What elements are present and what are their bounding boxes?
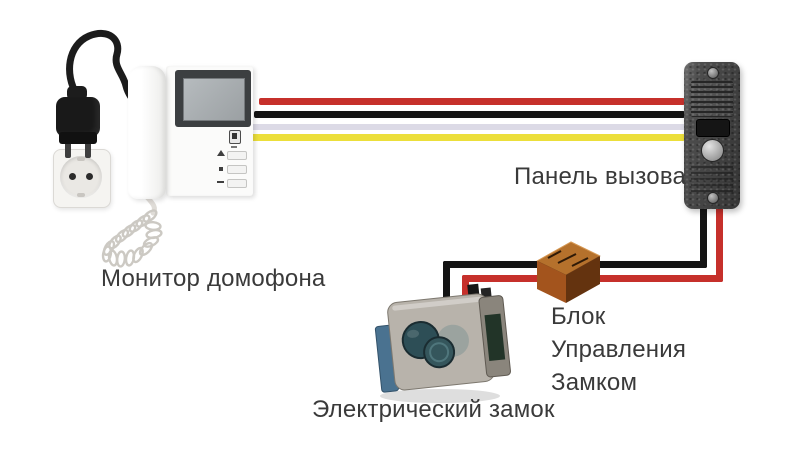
relay-edge-highlight	[536, 241, 601, 262]
electric-lock	[374, 283, 511, 403]
lock-side-panel	[484, 313, 506, 362]
panel-screw-bottom	[707, 192, 719, 204]
wire-black-monitor-panel	[254, 111, 685, 118]
handset-coiled-cord	[101, 209, 163, 268]
lock-control-label: Блок Управления Замком	[551, 300, 721, 399]
wire-black-panel-drop	[700, 200, 707, 268]
outlet-hole-left	[69, 173, 76, 180]
wire-red-monitor-panel	[259, 98, 685, 105]
call-panel-label: Панель вызова	[514, 163, 687, 190]
panel-speaker-grille	[691, 81, 733, 117]
handset	[128, 66, 166, 199]
lock-body-highlight	[392, 296, 482, 311]
monitor-button-2	[227, 165, 247, 174]
lock-cylinder-2	[423, 336, 456, 369]
monitor-label: Монитор домофона	[101, 265, 326, 292]
relay-front-face	[537, 261, 566, 303]
electric-lock-label: Электрический замок	[312, 396, 555, 423]
lock-control-label-line2: Управления	[551, 336, 687, 363]
lock-cylinder-2-ring	[429, 342, 450, 363]
wall-outlet-well	[60, 156, 102, 198]
monitor-button-3	[227, 179, 247, 188]
panel-call-button	[701, 139, 724, 162]
lock-control-label-line1: Блок	[551, 303, 606, 330]
button-marker-dash-icon	[217, 181, 224, 183]
monitor-button-1	[227, 151, 247, 160]
lock-cylinder-highlight	[407, 329, 420, 338]
panel-grooves	[691, 166, 733, 194]
monitor-screen	[183, 78, 245, 121]
door-release-icon-core	[232, 133, 237, 139]
lock-control-label-line3: Замком	[551, 369, 638, 396]
plug-prong-left	[65, 142, 71, 158]
wire-red-panel-drop	[716, 200, 723, 282]
plug-prong-right	[85, 142, 91, 158]
outlet-ground-clip-bottom	[77, 193, 85, 197]
power-plug	[56, 97, 100, 137]
wire-red-lock-drop	[462, 275, 469, 297]
relay-side-face	[566, 256, 600, 303]
button-marker-up-icon	[217, 150, 225, 156]
plug-neck	[67, 86, 87, 100]
wire-white-monitor-panel	[249, 124, 685, 130]
lock-shadow	[380, 389, 500, 403]
outlet-ground-clip-top	[77, 157, 85, 161]
relay-top-markings	[547, 250, 589, 267]
wire-black-lock-drop	[443, 261, 450, 299]
lock-control-block	[536, 241, 601, 303]
plug-base	[59, 132, 97, 144]
panel-camera-window	[696, 119, 730, 137]
wire-yellow-monitor-panel	[247, 134, 685, 141]
button-marker-dot-icon	[219, 167, 223, 171]
outlet-hole-right	[86, 173, 93, 180]
door-release-icon-dash	[231, 146, 237, 148]
panel-screw-top	[707, 67, 719, 79]
